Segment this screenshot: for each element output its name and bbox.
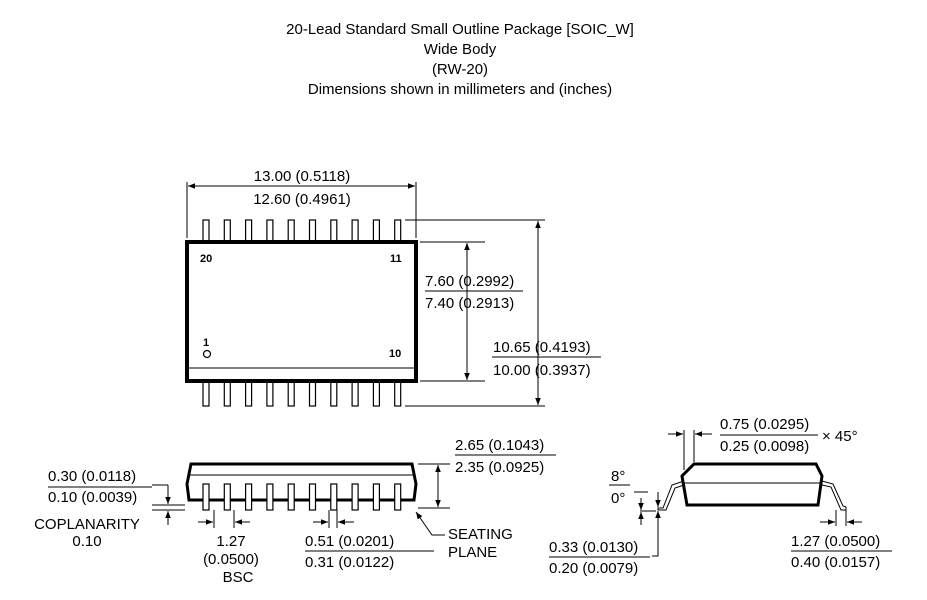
side-lead bbox=[372, 483, 380, 511]
bottom-lead bbox=[287, 378, 295, 407]
side-lead bbox=[351, 483, 359, 511]
chamfer-suffix: × 45° bbox=[822, 428, 858, 445]
pitch-line-1: 1.27 bbox=[216, 533, 245, 550]
side-lead bbox=[266, 483, 274, 511]
side-lead bbox=[245, 483, 253, 511]
seating-plane-line-1: SEATING bbox=[448, 526, 513, 543]
standoff-min: 0.10 (0.0039) bbox=[48, 489, 137, 506]
pin-label-1: 1 bbox=[203, 337, 209, 349]
side-view bbox=[48, 454, 556, 552]
bottom-lead bbox=[372, 378, 380, 407]
bottom-lead bbox=[245, 378, 253, 407]
pin-label-11: 11 bbox=[390, 253, 402, 265]
bottom-lead bbox=[223, 378, 231, 407]
title-line-3: (RW-20) bbox=[431, 61, 489, 78]
pin-label-10: 10 bbox=[389, 348, 401, 360]
title-line-4: Dimensions shown in millimeters and (inc… bbox=[307, 81, 613, 98]
overall-width-max: 10.65 (0.4193) bbox=[493, 339, 591, 356]
foot-length-max: 1.27 (0.0500) bbox=[791, 533, 880, 550]
overall-width-min: 10.00 (0.3937) bbox=[493, 362, 591, 379]
angle-min: 0° bbox=[611, 490, 625, 507]
length-min: 12.60 (0.4961) bbox=[253, 191, 351, 208]
side-view-pins bbox=[202, 483, 402, 511]
chamfer-max: 0.75 (0.0295) bbox=[720, 416, 809, 433]
pin-label-20: 20 bbox=[200, 253, 212, 265]
title-line-1: 20-Lead Standard Small Outline Package [… bbox=[286, 21, 634, 38]
top-view-body bbox=[185, 240, 418, 383]
coplanarity-value: 0.10 bbox=[72, 533, 101, 550]
side-lead bbox=[308, 483, 317, 511]
side-lead bbox=[394, 483, 402, 511]
top-view bbox=[185, 182, 601, 407]
bottom-lead bbox=[202, 378, 210, 407]
body-width-min: 7.40 (0.2913) bbox=[425, 295, 514, 312]
standoff-max: 0.30 (0.0118) bbox=[48, 468, 136, 485]
length-max: 13.00 (0.5118) bbox=[254, 168, 350, 185]
chamfer-min: 0.25 (0.0098) bbox=[720, 438, 809, 455]
bottom-lead bbox=[351, 378, 359, 407]
body-width-max: 7.60 (0.2992) bbox=[425, 273, 514, 290]
lead-width-max: 0.51 (0.0201) bbox=[305, 533, 394, 550]
end-view bbox=[549, 430, 892, 558]
bottom-lead bbox=[330, 378, 338, 407]
side-lead bbox=[287, 483, 295, 511]
side-lead bbox=[330, 483, 338, 511]
lead-width-min: 0.31 (0.0122) bbox=[305, 554, 394, 571]
foot-length-min: 0.40 (0.0157) bbox=[791, 554, 880, 571]
side-lead bbox=[223, 483, 231, 511]
side-view-body bbox=[185, 462, 418, 502]
lead-thickness-min: 0.20 (0.0079) bbox=[549, 560, 638, 577]
end-view-body bbox=[680, 462, 824, 507]
pitch-line-2: (0.0500) bbox=[203, 551, 259, 568]
side-lead bbox=[202, 483, 210, 511]
pitch-line-3: BSC bbox=[223, 569, 254, 586]
title-line-2: Wide Body bbox=[423, 41, 497, 58]
angle-max: 8° bbox=[611, 468, 625, 485]
height-max: 2.65 (0.1043) bbox=[455, 437, 544, 454]
pin1-indicator-icon bbox=[202, 349, 212, 359]
height-min: 2.35 (0.0925) bbox=[455, 459, 544, 476]
lead-thickness-max: 0.33 (0.0130) bbox=[549, 539, 638, 556]
bottom-lead bbox=[394, 378, 402, 407]
seating-plane-line-2: PLANE bbox=[448, 544, 497, 561]
bottom-lead bbox=[266, 378, 274, 407]
bottom-lead bbox=[308, 378, 317, 407]
drawing-title: 20-Lead Standard Small Outline Package [… bbox=[0, 20, 920, 100]
coplanarity-label: COPLANARITY bbox=[34, 516, 140, 533]
